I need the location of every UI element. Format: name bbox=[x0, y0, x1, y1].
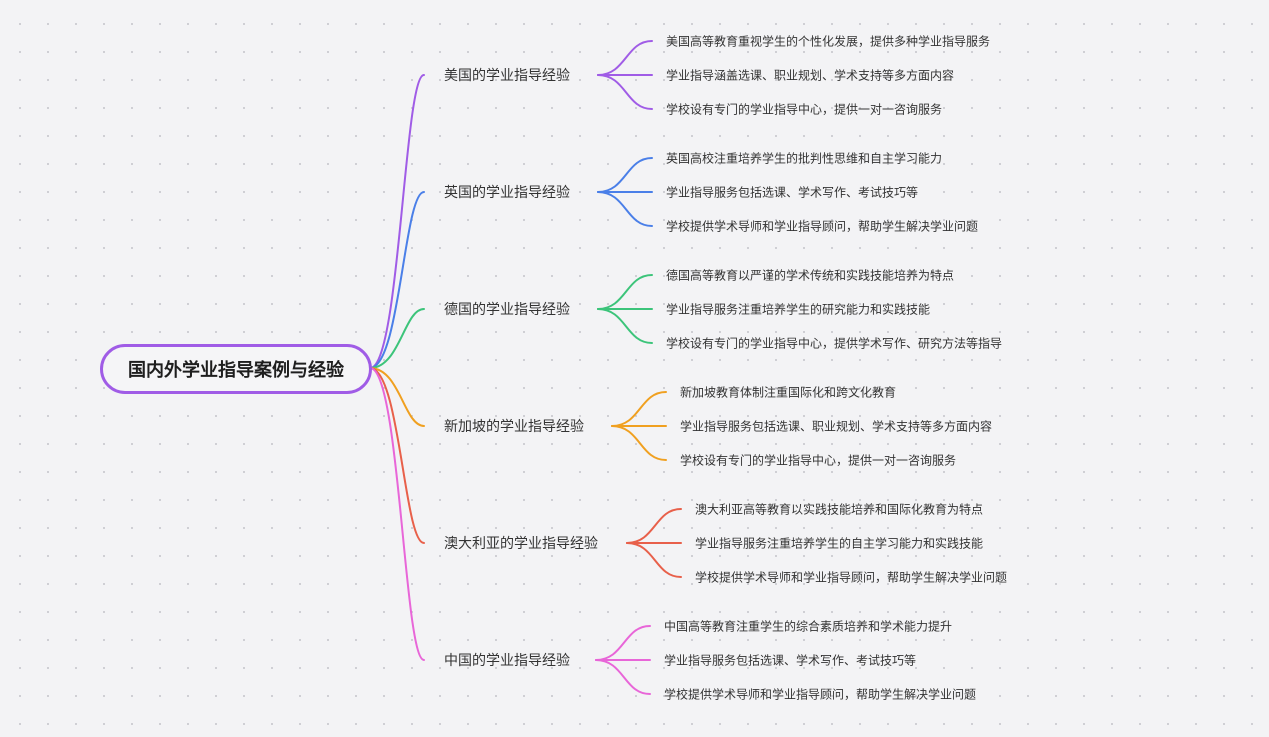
leaf-node[interactable]: 德国高等教育以严谨的学术传统和实践技能培养为特点 bbox=[666, 268, 955, 283]
leaf-connector bbox=[597, 274, 653, 310]
leaf-node[interactable]: 学业指导服务注重培养学生的自主学习能力和实践技能 bbox=[695, 536, 984, 551]
branch-connector bbox=[369, 191, 425, 369]
branch-node[interactable]: 澳大利亚的学业指导经验 bbox=[444, 536, 598, 552]
branch-node[interactable]: 英国的学业指导经验 bbox=[444, 185, 570, 201]
branch-node[interactable]: 中国的学业指导经验 bbox=[444, 653, 570, 669]
leaf-node[interactable]: 学校提供学术导师和学业指导顾问，帮助学生解决学业问题 bbox=[695, 570, 1008, 585]
leaf-connector bbox=[626, 508, 682, 544]
branch-connector bbox=[369, 74, 425, 369]
leaf-node[interactable]: 学业指导服务包括选课、学术写作、考试技巧等 bbox=[666, 185, 919, 200]
leaf-connector bbox=[626, 542, 682, 578]
branch-connector bbox=[369, 308, 425, 369]
leaf-connector bbox=[597, 74, 653, 110]
leaf-connector bbox=[597, 308, 653, 344]
root-node-label: 国内外学业指导案例与经验 bbox=[128, 360, 344, 381]
leaf-node[interactable]: 学校提供学术导师和学业指导顾问，帮助学生解决学业问题 bbox=[666, 219, 979, 234]
leaf-connector bbox=[597, 40, 653, 76]
leaf-connector bbox=[595, 625, 651, 661]
leaf-node[interactable]: 学校设有专门的学业指导中心，提供学术写作、研究方法等指导 bbox=[666, 336, 1003, 351]
leaf-connector bbox=[611, 391, 667, 427]
leaf-node[interactable]: 学校设有专门的学业指导中心，提供一对一咨询服务 bbox=[680, 453, 957, 468]
leaf-node[interactable]: 学业指导涵盖选课、职业规划、学术支持等多方面内容 bbox=[666, 68, 955, 83]
branch-node[interactable]: 新加坡的学业指导经验 bbox=[444, 419, 584, 435]
leaf-node[interactable]: 学校提供学术导师和学业指导顾问，帮助学生解决学业问题 bbox=[664, 687, 977, 702]
branch-connector bbox=[369, 367, 425, 427]
leaf-node[interactable]: 中国高等教育注重学生的综合素质培养和学术能力提升 bbox=[664, 619, 953, 634]
leaf-node[interactable]: 新加坡教育体制注重国际化和跨文化教育 bbox=[680, 385, 897, 400]
leaf-node[interactable]: 澳大利亚高等教育以实践技能培养和国际化教育为特点 bbox=[695, 502, 984, 517]
leaf-node[interactable]: 学校设有专门的学业指导中心，提供一对一咨询服务 bbox=[666, 102, 943, 117]
leaf-node[interactable]: 英国高校注重培养学生的批判性思维和自主学习能力 bbox=[666, 151, 943, 166]
leaf-connector bbox=[595, 659, 651, 695]
branch-node[interactable]: 美国的学业指导经验 bbox=[444, 68, 570, 84]
leaf-node[interactable]: 学业指导服务包括选课、学术写作、考试技巧等 bbox=[664, 653, 917, 668]
branch-connector bbox=[369, 367, 425, 544]
leaf-node[interactable]: 美国高等教育重视学生的个性化发展，提供多种学业指导服务 bbox=[666, 34, 991, 49]
branch-connector bbox=[369, 367, 425, 661]
leaf-node[interactable]: 学业指导服务包括选课、职业规划、学术支持等多方面内容 bbox=[680, 419, 993, 434]
leaf-connector bbox=[597, 191, 653, 227]
leaf-node[interactable]: 学业指导服务注重培养学生的研究能力和实践技能 bbox=[666, 302, 931, 317]
branch-node[interactable]: 德国的学业指导经验 bbox=[444, 302, 570, 318]
leaf-connector bbox=[611, 425, 667, 461]
root-node[interactable]: 国内外学业指导案例与经验 bbox=[100, 344, 372, 394]
leaf-connector bbox=[597, 157, 653, 193]
